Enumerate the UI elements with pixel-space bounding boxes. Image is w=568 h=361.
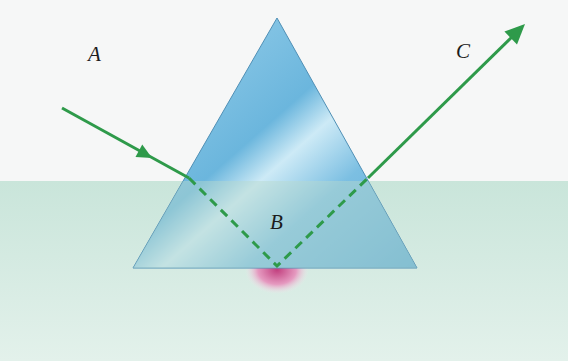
incident-ray: [62, 108, 189, 178]
point-label: C: [456, 41, 470, 62]
point-label: B: [270, 212, 283, 233]
prism: [133, 18, 417, 268]
internal-ray: [189, 178, 368, 266]
light-source: [245, 268, 309, 294]
emergent-ray: [368, 33, 516, 178]
point-label: A: [88, 44, 101, 65]
prism-underwater-tint: [133, 181, 417, 268]
arrowhead: [504, 18, 531, 45]
arrowhead: [135, 145, 155, 165]
